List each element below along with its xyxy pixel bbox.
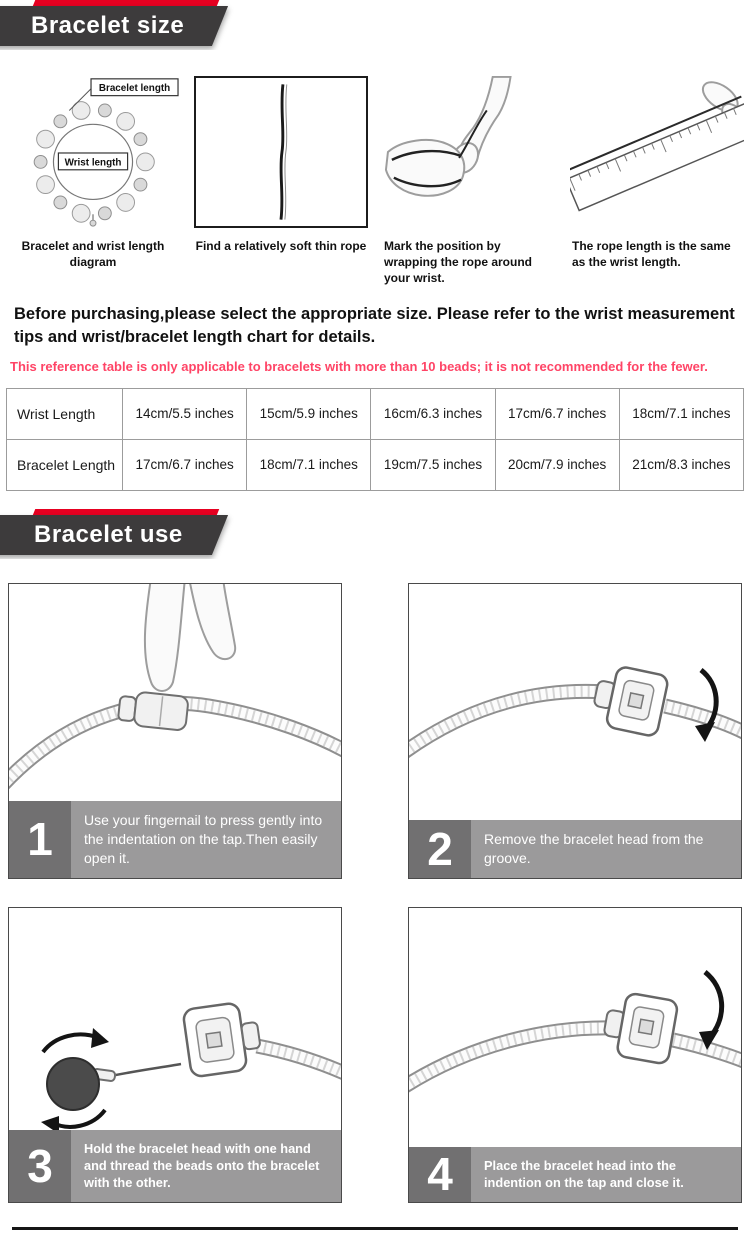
banner-dark-plate: Bracelet use: [0, 514, 229, 555]
remove-head-illustration: [409, 666, 741, 758]
pointer-line: [68, 88, 92, 111]
table-cell: 19cm/7.5 inches: [370, 438, 496, 491]
wrap-wrist-illustration: [384, 76, 512, 197]
section-title-size: Bracelet size: [31, 12, 185, 39]
wrist-fist: [384, 139, 466, 197]
measure-step-caption: The rope length is the same as the wrist…: [572, 239, 731, 270]
wrap-wrist-figure: [382, 76, 556, 228]
cable: [255, 1038, 341, 1080]
table-cell: 20cm/7.9 inches: [494, 438, 620, 491]
ruler-figure: [570, 76, 744, 228]
use-steps-grid: 1 Use your fingernail to press gently in…: [0, 582, 750, 1203]
measure-step-caption: Bracelet and wrist length diagram: [21, 239, 165, 270]
section-title-use: Bracelet use: [33, 520, 183, 548]
bracelet-diagram-illustration: Bracelet length Wrist length: [33, 78, 179, 227]
table-row-bracelet: Bracelet Length 17cm/6.7 inches 18cm/7.1…: [6, 438, 745, 491]
step-caption-bar: 1 Use your fingernail to press gently in…: [9, 801, 341, 878]
rope-figure: [194, 76, 368, 228]
table-cell: 16cm/6.3 inches: [370, 387, 496, 440]
use-step-panel-1: 1 Use your fingernail to press gently in…: [8, 582, 342, 879]
table-row-wrist: Wrist Length 14cm/5.5 inches 15cm/5.9 in…: [6, 387, 745, 440]
step-text: Use your fingernail to press gently into…: [71, 801, 341, 878]
close-arrow: [699, 969, 725, 1050]
cable: [409, 1020, 741, 1093]
wrist-line: [52, 123, 134, 201]
table-cell: 14cm/5.5 inches: [121, 387, 248, 440]
step-text: Hold the bracelet head with one hand and…: [71, 1129, 341, 1202]
pressing-hand: [143, 583, 237, 692]
use-step-panel-2: 2 Remove the bracelet head from the groo…: [408, 582, 742, 879]
open-clasp-head: [182, 1002, 261, 1078]
bead-ring: [33, 101, 155, 223]
bracelet-diagram-figure: Bracelet length Wrist length: [6, 76, 180, 228]
thread-arrow-top: [41, 1027, 109, 1054]
bracelet-length-label-box: [90, 78, 179, 97]
reference-warning: This reference table is only applicable …: [10, 358, 708, 374]
measure-step-rope: Find a relatively soft thin rope: [194, 76, 368, 287]
rope-illustration: [279, 84, 288, 220]
step-caption-bar: 3 Hold the bracelet head with one hand a…: [9, 1129, 341, 1202]
rope-end: [458, 109, 488, 159]
rope-line: [279, 84, 285, 220]
table-cell: 21cm/8.3 inches: [618, 438, 745, 491]
use-step-panel-3: 3 Hold the bracelet head with one hand a…: [8, 906, 342, 1203]
table-cell: 17cm/6.7 inches: [494, 387, 620, 440]
open-clasp-head: [593, 666, 669, 737]
step-text: Remove the bracelet head from the groove…: [471, 819, 741, 878]
bead: [46, 1056, 100, 1111]
ruler-ticks: [570, 108, 737, 191]
wrist-length-label: Wrist length: [65, 157, 122, 168]
rope-edge: [284, 84, 288, 220]
ruler-group: [570, 95, 744, 212]
size-chart-table: Wrist Length 14cm/5.5 inches 15cm/5.9 in…: [6, 387, 745, 491]
banner-dark-plate: Bracelet size: [0, 6, 229, 46]
measure-step-caption: Find a relatively soft thin rope: [195, 239, 367, 253]
step-number: 4: [409, 1147, 471, 1202]
clasp-head: [603, 992, 679, 1064]
step-caption-bar: 2 Remove the bracelet head from the groo…: [409, 819, 741, 878]
turn-arrow: [695, 667, 719, 742]
row-header: Bracelet Length: [6, 438, 123, 491]
measuring-steps-row: Bracelet length Wrist length Bracelet an…: [0, 76, 750, 287]
table-cell: 15cm/5.9 inches: [246, 387, 372, 440]
step-number: 3: [9, 1129, 71, 1202]
step-caption-bar: 4 Place the bracelet head into the inden…: [409, 1147, 741, 1202]
step-text: Place the bracelet head into the indenti…: [471, 1147, 741, 1202]
table-cell: 18cm/7.1 inches: [618, 387, 745, 440]
step-number: 2: [409, 819, 471, 878]
cable: [9, 695, 341, 790]
table-cell: 18cm/7.1 inches: [246, 438, 372, 491]
bracelet-use-banner: Bracelet use: [0, 508, 750, 559]
row-header: Wrist Length: [6, 387, 123, 440]
clasp: [117, 691, 189, 731]
close-clasp-illustration: [409, 969, 741, 1093]
open-clasp-illustration: [9, 583, 341, 790]
thread-beads-illustration: [41, 1002, 341, 1134]
bracelet-size-banner: Bracelet size: [0, 0, 750, 50]
rope-band-bottom: [393, 176, 462, 188]
measure-step-diagram: Bracelet length Wrist length Bracelet an…: [6, 76, 180, 287]
use-step-panel-4: 4 Place the bracelet head into the inden…: [408, 906, 742, 1203]
measure-step-wrap: Mark the position by wrapping the rope a…: [382, 76, 556, 287]
cable: [409, 683, 741, 758]
charm-dangle: [89, 214, 97, 227]
ruler-illustration: [570, 81, 744, 212]
table-cell: 17cm/6.7 inches: [121, 438, 248, 491]
bottom-divider: [12, 1226, 738, 1230]
measure-step-caption: Mark the position by wrapping the rope a…: [384, 239, 533, 286]
step-number: 1: [9, 801, 71, 878]
purchase-notice: Before purchasing,please select the appr…: [14, 304, 735, 346]
wrist-length-label-box: [57, 152, 129, 171]
bracelet-length-label: Bracelet length: [99, 83, 170, 94]
rope-on-ruler: [570, 95, 742, 174]
thread-arrow-bottom: [41, 1108, 107, 1134]
ruler-body: [570, 102, 744, 212]
measure-step-ruler: The rope length is the same as the wrist…: [570, 76, 744, 287]
rope-band-top: [391, 149, 462, 162]
